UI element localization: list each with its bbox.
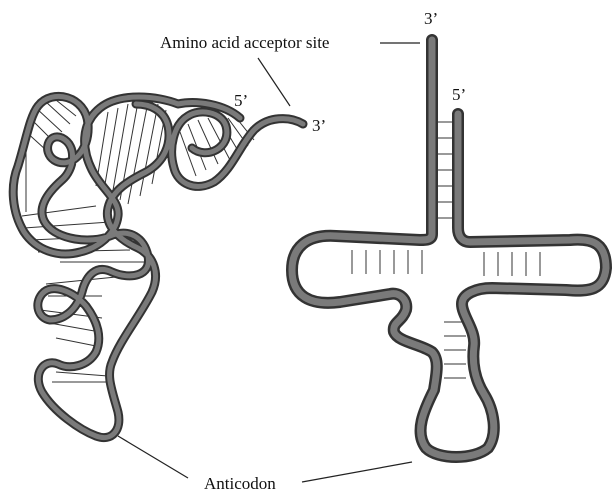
label-cloverleaf-five-prime: 5’: [452, 85, 466, 104]
label-3d-five-prime: 5’: [234, 91, 248, 110]
strand-cloverleaf: [292, 40, 606, 457]
leader-acceptor-to-3d: [258, 58, 290, 106]
leader-anticodon-to-3d: [118, 436, 188, 478]
label-3d-three-prime: 3’: [312, 116, 326, 135]
base-pair-lines-cloverleaf: [352, 122, 540, 378]
label-anticodon: Anticodon: [204, 474, 276, 493]
label-cloverleaf-three-prime: 3’: [424, 9, 438, 28]
strand-3d: [13, 96, 303, 437]
trna-3d-structure: 5’ 3’: [13, 91, 326, 438]
trna-cloverleaf: 3’ 5’: [292, 9, 606, 457]
label-amino-acid-acceptor-site: Amino acid acceptor site: [160, 33, 329, 52]
leader-anticodon-to-cloverleaf: [302, 462, 412, 482]
